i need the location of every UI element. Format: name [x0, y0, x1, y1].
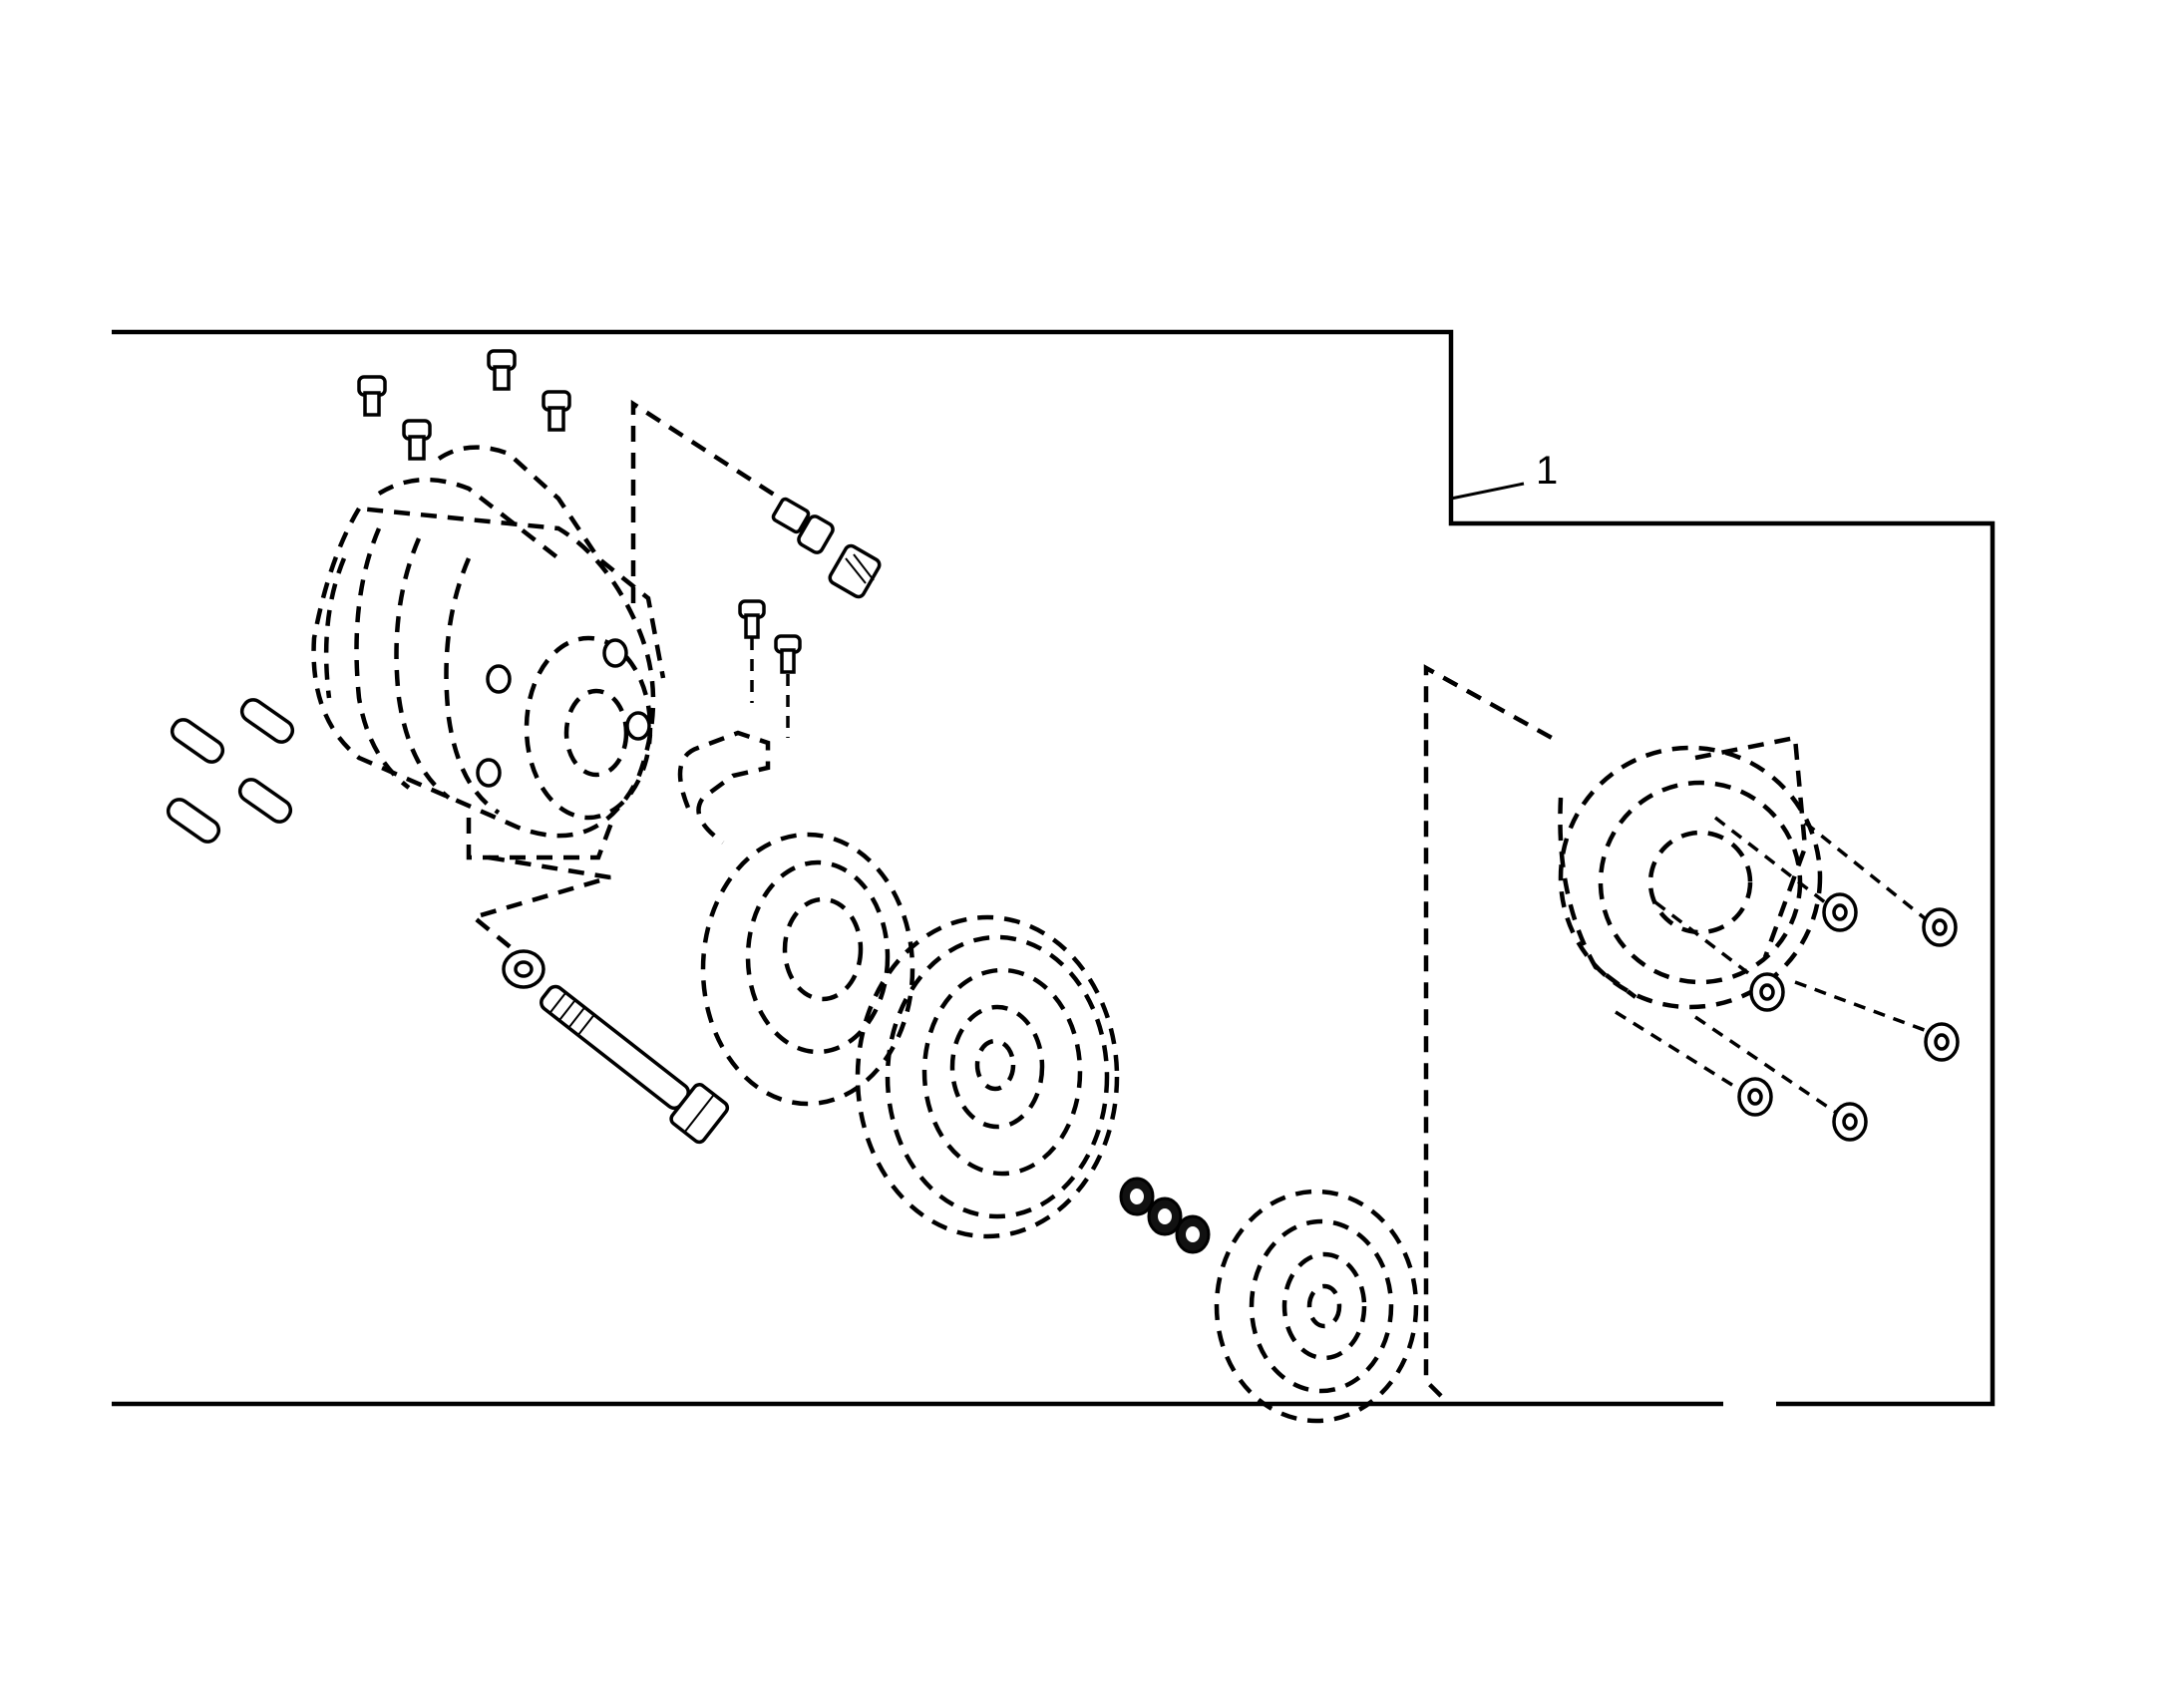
- screw-4: [542, 390, 571, 432]
- fitting-leader-line: [630, 399, 790, 603]
- screw-2: [402, 419, 432, 461]
- callout-label: 1: [1536, 449, 1558, 493]
- kit-boundary-frame: [112, 329, 1996, 1407]
- compressor-top-screws: [357, 349, 571, 461]
- right-assembly-leader: [1423, 664, 1563, 1398]
- dowel-pins: [166, 698, 295, 844]
- clutch-coil: [677, 730, 915, 1107]
- bracket-bolts: [1615, 816, 1960, 1142]
- compressor-body: [311, 445, 666, 860]
- armature-plate: [1214, 1189, 1419, 1424]
- mounting-bolt: [540, 984, 730, 1145]
- pulley: [855, 914, 1120, 1239]
- bolt-leader-line: [469, 854, 611, 954]
- callout-1: 1: [1450, 449, 1558, 501]
- clutch-coil-screws: [738, 599, 802, 738]
- screw-1: [357, 375, 387, 417]
- service-fitting: [771, 497, 882, 599]
- snap-rings: [1119, 1177, 1211, 1254]
- screw-3: [487, 349, 517, 391]
- callout-leader-line: [1450, 482, 1525, 501]
- mounting-bracket: [1558, 735, 1823, 1010]
- washer: [502, 949, 545, 989]
